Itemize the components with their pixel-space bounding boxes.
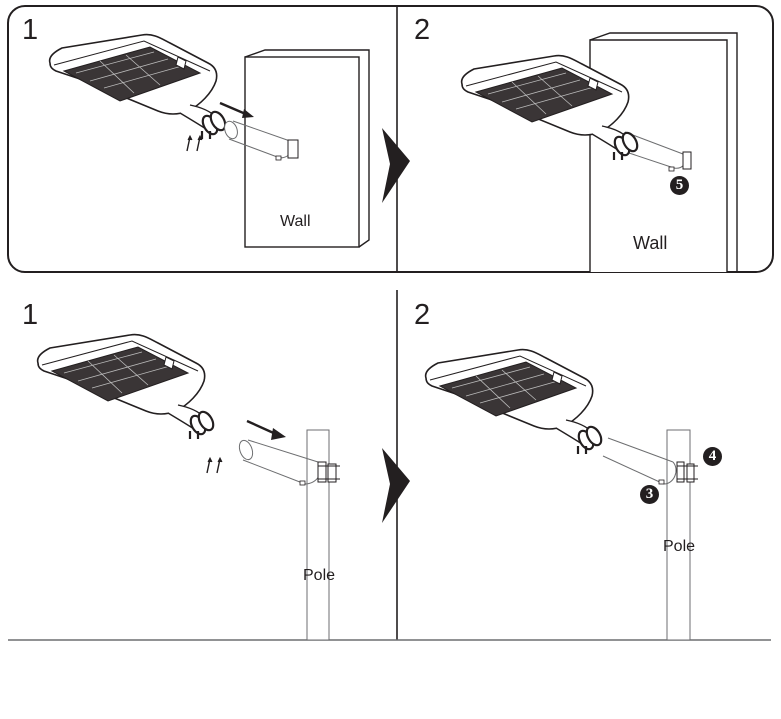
chevron-right-icon [382,448,410,523]
arrow-right-down-icon [219,101,254,118]
mounting-arm [602,437,698,485]
callout-5: 5 [670,176,689,195]
mounting-arm [619,131,692,172]
lamp-head [424,348,606,456]
pole-label: Pole [303,567,336,584]
wall-label: Wall [280,213,311,230]
pole-step2-number: 2 [414,299,431,331]
arrow-up-icon [206,457,223,474]
wall-step1-number: 1 [22,14,39,46]
lamp-head [36,333,218,441]
chevron-right-icon [382,128,410,203]
mounting-arm [224,120,299,161]
callout-4: 4 [703,447,722,466]
wall-step2-number: 2 [414,14,431,46]
arrow-right-down-icon [246,419,286,440]
mounting-arm [238,439,340,486]
pole-step1-number: 1 [22,299,39,331]
lamp-head [48,33,230,141]
arrow-up-icon [186,135,203,152]
wall-label: Wall [633,233,668,253]
callout-3: 3 [640,485,659,504]
pole-label: Pole [663,538,696,555]
